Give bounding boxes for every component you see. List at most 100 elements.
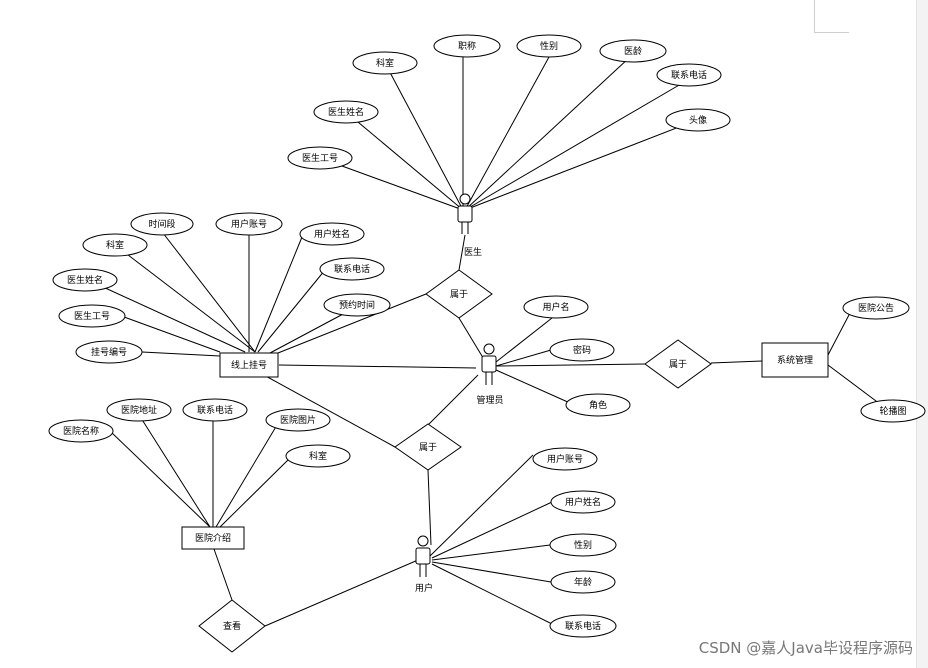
svg-text:医院公告: 医院公告 xyxy=(858,302,894,314)
svg-text:医院介绍: 医院介绍 xyxy=(195,532,231,544)
attribute-sys-notice: 医院公告 xyxy=(842,296,910,320)
attribute-user-account: 用户账号 xyxy=(532,447,598,471)
svg-text:头像: 头像 xyxy=(689,114,707,126)
svg-text:属于: 属于 xyxy=(669,359,687,370)
svg-text:医生工号: 医生工号 xyxy=(74,310,110,322)
edge xyxy=(89,280,246,353)
edge xyxy=(495,349,552,367)
attribute-reg-appt-time: 预约时间 xyxy=(323,293,391,317)
edge xyxy=(345,111,464,211)
edge xyxy=(495,317,553,363)
edge xyxy=(464,56,631,211)
attribute-admin-username: 用户名 xyxy=(523,295,589,319)
attribute-hosp-phone: 联系电话 xyxy=(182,398,248,422)
attribute-reg-dept: 科室 xyxy=(82,233,148,257)
svg-text:时间段: 时间段 xyxy=(148,218,175,230)
attribute-hosp-dept: 科室 xyxy=(285,444,351,468)
scrollbar[interactable] xyxy=(916,0,928,668)
svg-text:职称: 职称 xyxy=(458,40,476,52)
edge xyxy=(110,431,211,528)
page-corner-mark xyxy=(814,0,849,33)
attribute-doctor-gender: 性别 xyxy=(516,34,582,58)
svg-text:用户姓名: 用户姓名 xyxy=(314,228,350,240)
entity-system-management: 系统管理 xyxy=(761,342,829,378)
edge xyxy=(431,561,552,583)
relation-belongs-doctor: 属于 xyxy=(425,269,493,319)
svg-text:性别: 性别 xyxy=(540,40,558,52)
edge xyxy=(264,559,419,627)
attribute-doctor-title: 职称 xyxy=(433,34,501,58)
svg-text:联系电话: 联系电话 xyxy=(334,263,370,275)
svg-text:科室: 科室 xyxy=(106,239,124,251)
person-icon xyxy=(415,535,431,577)
attribute-admin-role: 角色 xyxy=(565,393,631,417)
svg-text:科室: 科室 xyxy=(309,450,327,462)
svg-text:轮播图: 轮播图 xyxy=(879,405,906,417)
edge xyxy=(827,312,851,356)
attribute-hosp-name: 医院名称 xyxy=(48,419,114,443)
edge xyxy=(261,373,396,448)
edge xyxy=(464,119,698,211)
attribute-doctor-age: 医龄 xyxy=(599,39,667,63)
person-icon xyxy=(481,343,497,385)
entity-online-registration: 线上挂号 xyxy=(219,352,279,378)
svg-text:年龄: 年龄 xyxy=(574,576,592,588)
edge xyxy=(257,269,326,353)
attribute-reg-doctor-name: 医生姓名 xyxy=(52,268,118,292)
svg-text:医院名称: 医院名称 xyxy=(63,425,99,437)
svg-text:密码: 密码 xyxy=(573,344,591,356)
attribute-doctor-id: 医生工号 xyxy=(287,146,353,170)
edge xyxy=(155,223,256,353)
edge xyxy=(319,157,464,211)
svg-text:角色: 角色 xyxy=(589,399,607,411)
svg-text:用户账号: 用户账号 xyxy=(231,218,267,230)
person-icon xyxy=(457,193,473,234)
edge xyxy=(495,369,571,404)
edge xyxy=(429,454,534,557)
svg-text:属于: 属于 xyxy=(419,442,437,453)
svg-text:线上挂号: 线上挂号 xyxy=(231,359,267,371)
edge xyxy=(140,417,211,528)
svg-text:查看: 查看 xyxy=(223,620,241,632)
edge xyxy=(464,80,687,211)
svg-text:挂号编号: 挂号编号 xyxy=(91,346,127,358)
edge xyxy=(277,293,427,354)
svg-text:属于: 属于 xyxy=(450,289,468,300)
svg-text:联系电话: 联系电话 xyxy=(565,620,601,632)
edge xyxy=(384,62,464,211)
edge xyxy=(431,544,551,561)
edge xyxy=(141,351,221,357)
svg-text:用户姓名: 用户姓名 xyxy=(565,496,601,508)
attribute-reg-doctor-id: 医生工号 xyxy=(58,304,126,328)
svg-text:用户账号: 用户账号 xyxy=(547,453,583,465)
actor-admin: 管理员 xyxy=(476,343,504,406)
edge xyxy=(219,457,291,528)
relation-view: 查看 xyxy=(198,599,266,653)
attribute-doctor-phone: 联系电话 xyxy=(656,63,722,87)
attribute-reg-user-account: 用户账号 xyxy=(215,212,283,236)
edge xyxy=(495,363,646,367)
svg-text:预约时间: 预约时间 xyxy=(339,299,375,311)
actor-user: 用户 xyxy=(415,535,433,594)
svg-text:用户: 用户 xyxy=(415,582,433,594)
attribute-user-phone: 联系电话 xyxy=(549,614,617,638)
attribute-doctor-name: 医生姓名 xyxy=(313,100,379,124)
svg-text:医生: 医生 xyxy=(464,246,482,258)
svg-text:联系电话: 联系电话 xyxy=(197,404,233,416)
edge xyxy=(827,364,881,405)
entity-hospital-intro: 医院介绍 xyxy=(181,526,245,550)
svg-text:管理员: 管理员 xyxy=(476,394,503,406)
edge xyxy=(710,360,763,364)
attribute-user-age: 年龄 xyxy=(550,570,616,594)
svg-text:医院地址: 医院地址 xyxy=(121,404,157,416)
attribute-reg-number: 挂号编号 xyxy=(75,340,143,364)
attribute-reg-user-name: 用户姓名 xyxy=(299,222,365,246)
edge xyxy=(123,316,221,353)
edge xyxy=(278,364,477,369)
svg-text:医院图片: 医院图片 xyxy=(280,414,316,426)
svg-text:医生工号: 医生工号 xyxy=(302,152,338,164)
edge xyxy=(427,374,479,426)
attribute-hosp-photo: 医院图片 xyxy=(265,408,331,432)
edge xyxy=(464,56,550,211)
attribute-doctor-avatar: 头像 xyxy=(665,108,731,132)
